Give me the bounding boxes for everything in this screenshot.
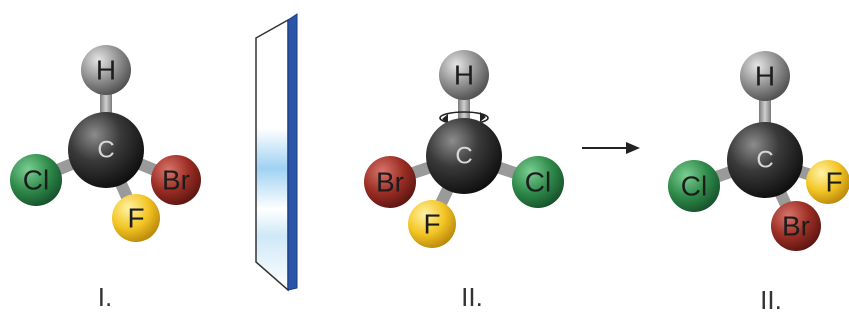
atom-label: H <box>755 61 775 92</box>
atom-carbon: C <box>727 122 803 198</box>
atom-label: C <box>756 147 773 174</box>
atom-hydrogen: H <box>740 51 790 101</box>
atom-fluorine: F <box>806 160 849 204</box>
molecule-1: H Cl Br C F I. <box>10 45 201 312</box>
atom-label: F <box>825 167 842 198</box>
atom-carbon: C <box>426 118 502 194</box>
atom-fluorine: F <box>408 200 456 248</box>
mirror-plane-icon <box>255 13 298 292</box>
atom-label: C <box>97 137 114 164</box>
atom-label: C <box>455 143 472 170</box>
atom-label: H <box>454 60 474 91</box>
atom-chlorine: Cl <box>512 156 564 208</box>
atom-label: F <box>127 203 144 234</box>
molecule-caption: II. <box>760 285 782 315</box>
atom-bromine: Br <box>771 201 821 251</box>
molecule-3: H Cl F C Br II. <box>668 51 849 315</box>
atom-label: Cl <box>23 165 49 196</box>
atom-label: Br <box>162 165 190 196</box>
right-arrow-icon <box>582 142 640 154</box>
atom-label: Br <box>376 167 404 198</box>
atom-label: F <box>423 209 440 240</box>
atom-label: Br <box>782 211 810 242</box>
atom-label: Cl <box>525 167 551 198</box>
atom-chlorine: Cl <box>668 160 720 212</box>
atom-label: H <box>96 55 116 86</box>
molecule-2: H Br Cl C F II. <box>364 50 564 312</box>
atom-label: Cl <box>681 171 707 202</box>
atom-bromine: Br <box>364 156 416 208</box>
atom-bromine: Br <box>151 155 201 205</box>
molecule-caption: I. <box>98 282 112 312</box>
atom-fluorine: F <box>112 194 160 242</box>
atom-carbon: C <box>68 112 144 188</box>
atom-hydrogen: H <box>439 50 489 100</box>
atom-chlorine: Cl <box>10 154 62 206</box>
molecule-caption: II. <box>461 282 483 312</box>
atom-hydrogen: H <box>81 45 131 95</box>
